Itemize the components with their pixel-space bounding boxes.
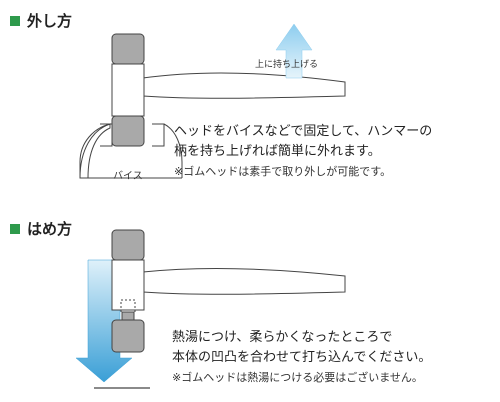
heading-attach: はめ方	[10, 218, 72, 239]
heading-remove-label: 外し方	[27, 12, 73, 30]
heading-attach-label: はめ方	[27, 220, 73, 238]
green-square-icon	[10, 15, 20, 26]
heading-remove: 外し方	[10, 10, 72, 31]
up-arrow-icon	[275, 23, 313, 79]
hammer-handle-2	[142, 268, 346, 295]
remove-description-line1: ヘッドをバイスなどで固定して、ハンマーの	[174, 124, 433, 139]
attach-note: ※ゴムヘッドは熱湯につける必要はございません。	[172, 371, 423, 384]
remove-description-line2: 柄を持ち上げれば簡単に外れます。	[174, 144, 381, 159]
lift-label: 上に持ち上げる	[255, 60, 319, 70]
hammer-head-2	[111, 229, 145, 353]
vise-illustration	[79, 123, 183, 179]
green-square-icon	[10, 223, 20, 234]
hammer-handle-1	[142, 72, 346, 99]
remove-note: ※ゴムヘッドは素手で取り外しが可能です。	[174, 165, 392, 178]
vise-label: バイス	[113, 171, 143, 182]
hammer-head-1	[111, 33, 145, 147]
attach-description-line2: 本体の凹凸を合わせて打ち込んでください。	[172, 350, 432, 365]
attach-description-line1: 熱湯につけ、柔らかくなったところで	[172, 330, 393, 345]
